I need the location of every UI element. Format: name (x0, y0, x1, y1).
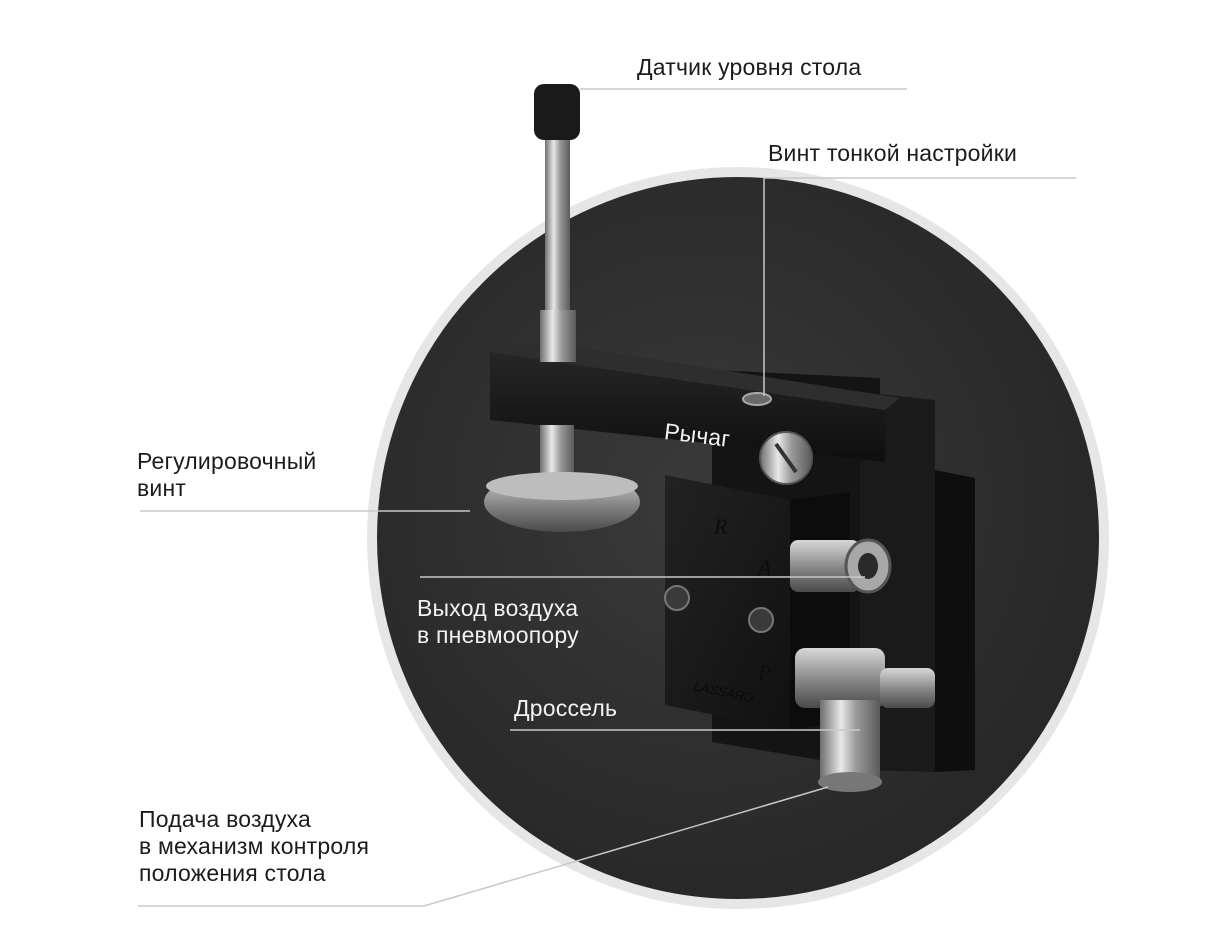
port-label-r: R (713, 514, 728, 539)
outlet-fitting (790, 538, 892, 594)
socket-screw-right (748, 607, 774, 633)
sensor-spring (545, 135, 570, 315)
label-table-level-sensor: Датчик уровня стола (637, 54, 862, 80)
adjusting-screw (484, 425, 640, 532)
lever-arm (490, 342, 900, 485)
pivot-screw-slot (774, 442, 798, 474)
leader-air-supply (138, 786, 829, 907)
sensor-cap (534, 84, 580, 140)
port-label-p: P (757, 660, 771, 685)
label-adjusting-screw: Регулировочный винт (137, 448, 317, 501)
label-fine-adjust-screw: Винт тонкой настройки (768, 140, 1018, 166)
throttle-fitting (795, 648, 935, 792)
label-air-supply: Подача воздуха в механизм контроля полож… (139, 806, 370, 886)
adjusting-screw-foot-top (486, 472, 638, 500)
label-air-outlet: Выход воздуха в пневмоопору (417, 595, 579, 648)
sensor-collar (540, 310, 576, 362)
fine-adjust-screw-head (742, 392, 772, 406)
label-throttle: Дроссель (514, 695, 618, 721)
leader-lines (138, 88, 1076, 907)
level-sensor (534, 84, 580, 362)
socket-screw-left (664, 585, 690, 611)
port-label-a: A (756, 555, 772, 580)
